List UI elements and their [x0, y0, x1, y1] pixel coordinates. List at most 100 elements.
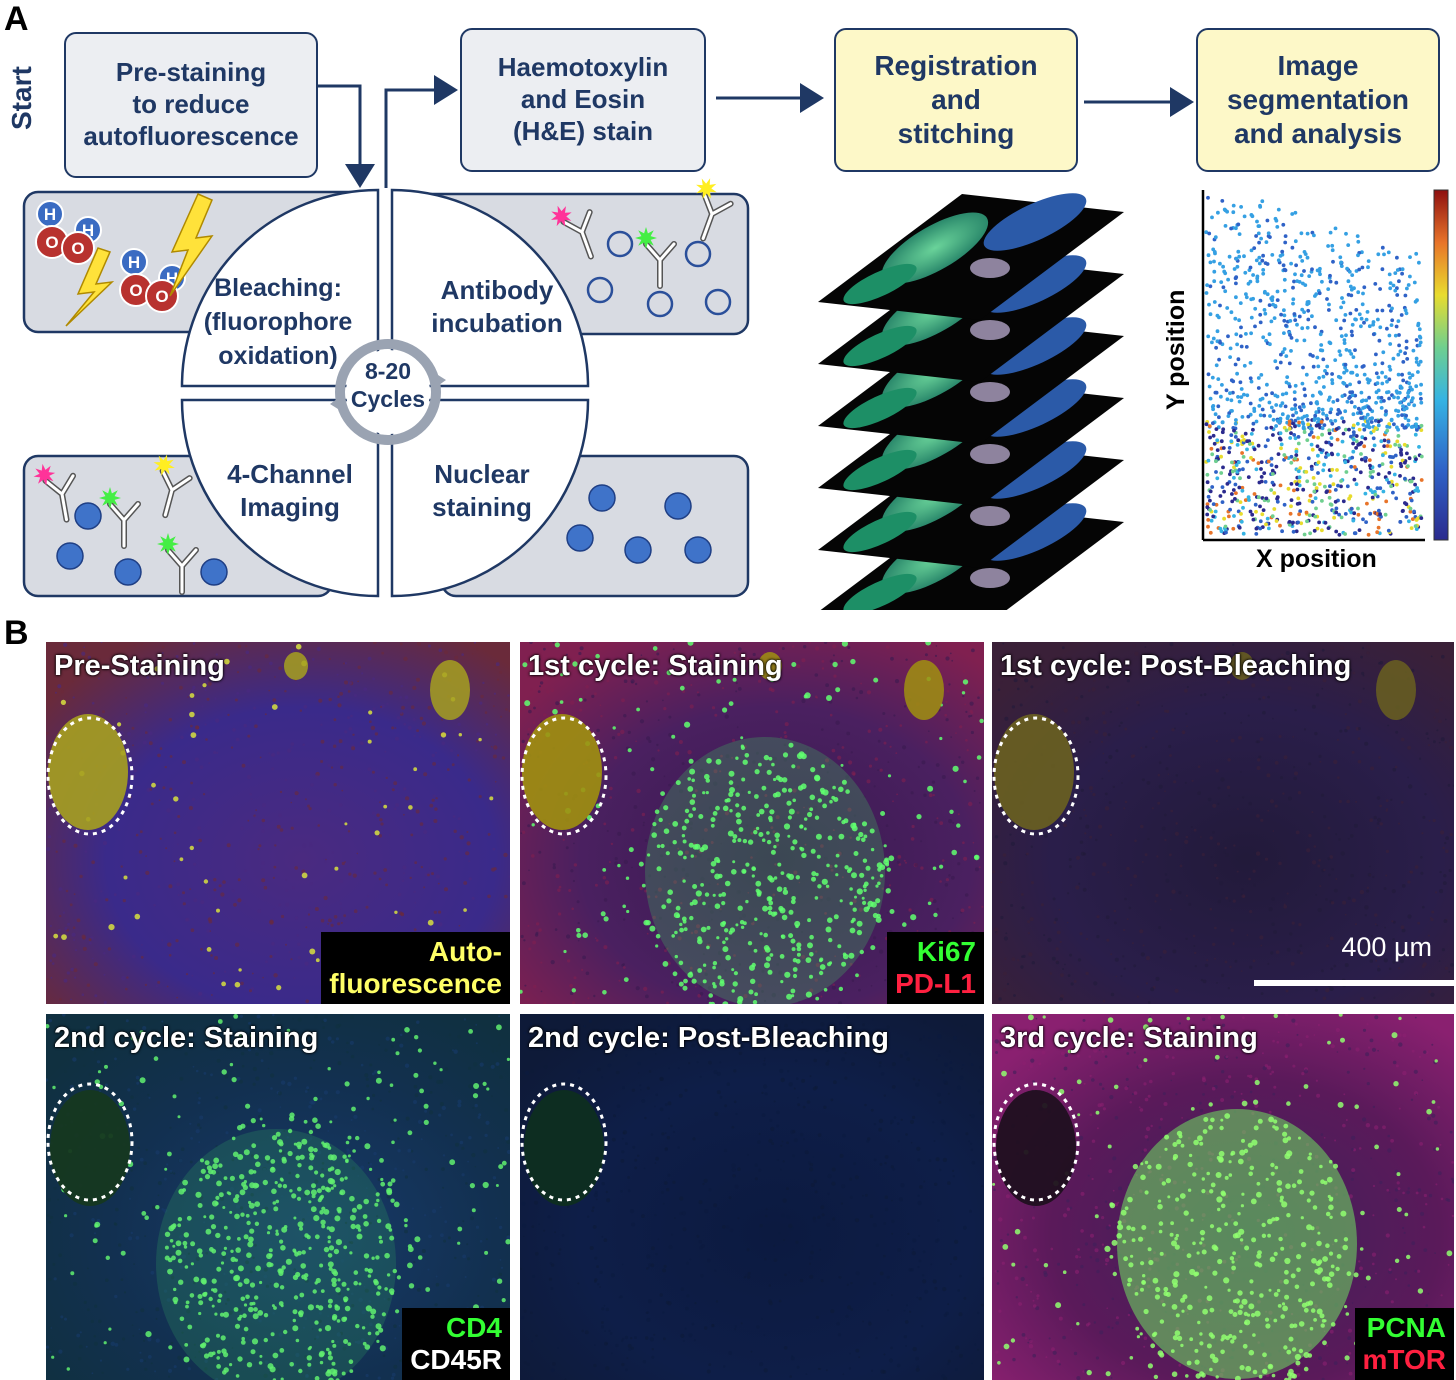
- scatter-point: [1267, 526, 1271, 531]
- scatter-point: [1338, 353, 1343, 357]
- scatter-point: [1359, 452, 1363, 456]
- scatter-point: [1396, 372, 1401, 377]
- scatter-point: [1269, 488, 1274, 492]
- scatter-point: [1410, 517, 1415, 521]
- scatter-point: [1245, 447, 1249, 452]
- scatter-point: [1325, 489, 1329, 494]
- scatter-point: [1229, 398, 1234, 403]
- scatter-point: [1327, 302, 1331, 307]
- scatter-point: [1371, 448, 1375, 452]
- scatter-point: [1306, 308, 1311, 313]
- scatter-point: [1356, 421, 1360, 426]
- scatter-point: [1241, 531, 1246, 536]
- scatter-point: [1390, 318, 1395, 323]
- scatter-point: [1269, 319, 1274, 324]
- scatter-point: [1284, 428, 1289, 433]
- scatter-point: [1308, 531, 1312, 536]
- scatter-point: [1418, 340, 1423, 345]
- scatter-point: [1291, 529, 1296, 534]
- scatter-point: [1279, 442, 1284, 447]
- scatter-point: [1381, 453, 1385, 458]
- scatter-point: [1260, 512, 1265, 517]
- scatter-point: [1218, 494, 1223, 498]
- scatter-point: [1361, 398, 1365, 403]
- scatter-point: [1303, 283, 1308, 287]
- scatter-point: [1301, 487, 1306, 492]
- tile-title: 1st cycle: Post-Bleaching: [1000, 650, 1352, 682]
- scatter-point: [1336, 374, 1341, 379]
- scatter-point: [1412, 403, 1417, 408]
- scatter-point: [1312, 233, 1316, 238]
- scatter-point: [1337, 532, 1342, 537]
- scatter-point: [1258, 320, 1263, 325]
- scatter-point: [1361, 423, 1366, 427]
- scatter-point: [1283, 234, 1288, 239]
- scatter-point: [1389, 417, 1394, 422]
- scatter-point: [1262, 308, 1267, 312]
- scatter-point: [1389, 323, 1394, 327]
- scatter-point: [1256, 386, 1261, 390]
- scatter-point: [1372, 443, 1377, 448]
- scatter-point: [1382, 252, 1386, 257]
- scatter-point: [1360, 435, 1365, 440]
- scatter-point: [1281, 263, 1286, 268]
- scatter-point: [1365, 412, 1370, 417]
- scatter-point: [1417, 327, 1422, 332]
- step-segmentation-text: Image segmentation and analysis: [1226, 49, 1410, 150]
- scatter-point: [1263, 444, 1268, 449]
- scatter-point: [1367, 324, 1372, 329]
- step-he-stain: Haemotoxylin and Eosin (H&E) stain: [460, 28, 706, 172]
- scatter-point: [1293, 436, 1298, 441]
- scatter-point: [1411, 348, 1416, 353]
- scatter-point: [1373, 418, 1378, 423]
- scatter-point: [1344, 231, 1348, 236]
- scatter-point: [1403, 308, 1408, 313]
- scatter-point: [1366, 265, 1370, 270]
- scatter-point: [1224, 530, 1228, 535]
- scatter-point: [1278, 483, 1283, 488]
- scatter-point: [1261, 335, 1266, 340]
- scatter-point: [1289, 482, 1294, 486]
- scatter-point: [1227, 446, 1232, 450]
- scatter-point: [1380, 370, 1384, 375]
- scatter-point: [1404, 502, 1409, 507]
- scatter-point: [1207, 430, 1211, 434]
- scatter-point: [1343, 313, 1348, 317]
- scatter-point: [1282, 331, 1286, 335]
- scatter-point: [1367, 395, 1371, 400]
- scatter-point: [1278, 360, 1283, 365]
- scatter-point: [1205, 283, 1209, 287]
- scatter-point: [1416, 370, 1420, 374]
- scatter-point: [1204, 291, 1209, 295]
- image-layer-6: [818, 193, 1124, 320]
- scatter-point: [1208, 284, 1213, 289]
- scatter-point: [1214, 363, 1219, 368]
- scatter-point: [1386, 528, 1391, 533]
- scatter-point: [1387, 333, 1392, 338]
- scatter-point: [1216, 404, 1221, 409]
- scatter-point: [1412, 280, 1417, 285]
- scatter-point: [1296, 496, 1301, 501]
- scatter-point: [1229, 439, 1234, 444]
- channel-legend-entry: fluorescence: [329, 968, 502, 1000]
- scatter-point: [1347, 349, 1352, 353]
- cell-nucleus-4: [200, 558, 228, 586]
- quadrant-antibody: [390, 188, 590, 388]
- scatter-point: [1258, 203, 1262, 208]
- cell-outline-2: [586, 276, 614, 304]
- scatter-point: [1220, 485, 1225, 489]
- scatter-point: [1348, 382, 1352, 387]
- scatter-point: [1252, 406, 1257, 411]
- scatter-point: [1344, 333, 1348, 338]
- scatter-point: [1394, 389, 1399, 394]
- scatter-point: [1401, 404, 1405, 409]
- scatter-point: [1310, 393, 1315, 398]
- scatter-point: [1362, 372, 1367, 377]
- scatter-point: [1233, 421, 1238, 426]
- scatter-point: [1331, 400, 1336, 404]
- antibody-icon-3: [696, 178, 734, 242]
- scatter-point: [1206, 195, 1210, 200]
- scatter-point: [1271, 409, 1276, 413]
